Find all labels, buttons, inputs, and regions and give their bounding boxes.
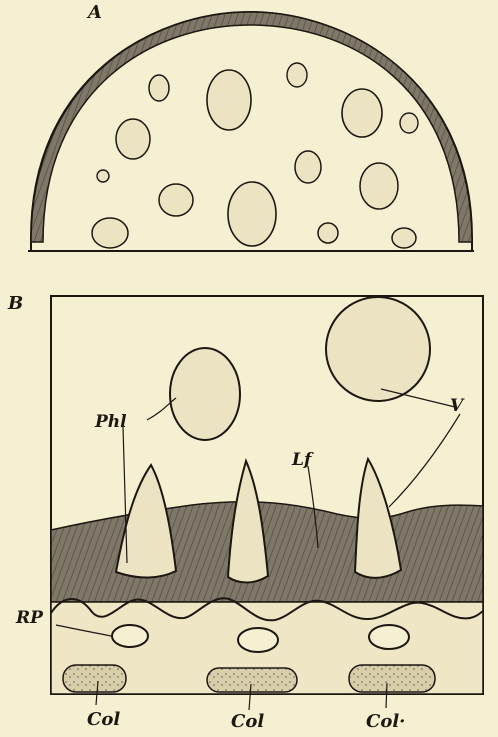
- v-leader: [389, 414, 460, 507]
- collenchyma-patches: [63, 665, 435, 692]
- vascular-bundle: [207, 70, 251, 130]
- vascular-bundle: [287, 63, 307, 87]
- leaf-trace-bundle: [228, 461, 268, 583]
- cone-bundles: [116, 459, 401, 583]
- phl-label: Phl: [94, 412, 127, 432]
- vascular-bundle: [326, 297, 430, 401]
- vascular-bundle: [149, 75, 169, 101]
- vascular-bundle: [318, 223, 338, 243]
- resin-passage: [112, 625, 148, 647]
- vascular-bundle: [392, 228, 416, 248]
- upper-vascular-bundles: [170, 297, 430, 440]
- vascular-bundle: [228, 182, 276, 246]
- vascular-bundle: [92, 218, 128, 248]
- upper-band: [51, 502, 483, 602]
- vascular-bundle: [97, 170, 109, 182]
- vascular-bundle: [116, 119, 150, 159]
- resin-passage: [238, 628, 278, 652]
- vascular-bundle: [400, 113, 418, 133]
- col-label-2: Col: [231, 711, 264, 732]
- collenchyma-patch: [349, 665, 435, 692]
- vascular-bundle: [295, 151, 321, 183]
- lf-label: Lf: [291, 450, 314, 470]
- col-label-1: Col: [87, 709, 120, 730]
- vascular-bundle: [342, 89, 382, 137]
- panel-b-label: B: [7, 293, 23, 314]
- v-label: V: [450, 396, 465, 416]
- panel-a: A: [28, 2, 474, 252]
- vascular-bundle: [159, 184, 193, 216]
- panel-b: B: [7, 293, 483, 732]
- panel-a-label: A: [86, 2, 102, 23]
- vascular-bundle: [170, 348, 240, 440]
- collenchyma-patch: [207, 668, 297, 692]
- vascular-bundle: [360, 163, 398, 209]
- collenchyma-patch: [63, 665, 126, 692]
- resin-passage: [369, 625, 409, 649]
- rp-label: RP: [15, 608, 44, 628]
- col-label-3: Col·: [366, 711, 405, 732]
- panel-a-vascular-bundles: [92, 63, 418, 248]
